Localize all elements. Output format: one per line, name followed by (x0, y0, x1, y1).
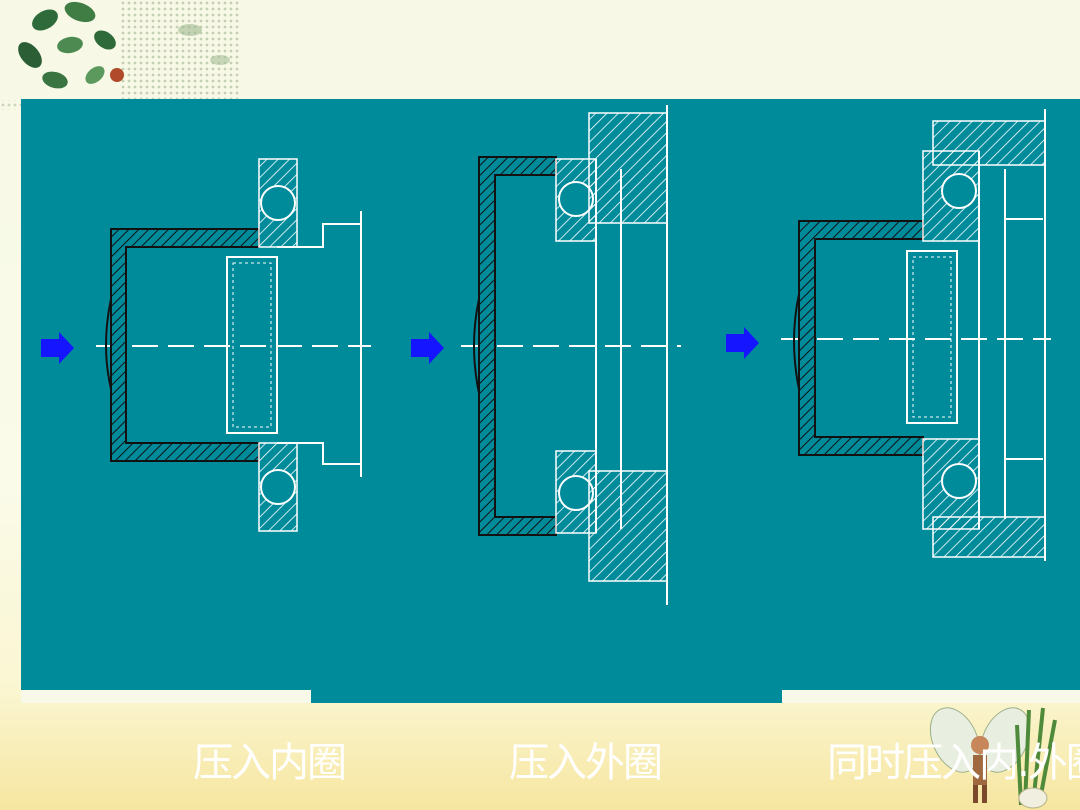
caption-press-inner-ring: 压入内圈 (193, 740, 347, 786)
push-arrow-icon (411, 332, 444, 364)
diagram-press-outer-ring (411, 105, 681, 605)
push-arrow-icon (726, 327, 759, 359)
panel-bottom-strip-left (21, 690, 311, 703)
diagram-press-both-rings (726, 109, 1051, 561)
fairy-character-decoration (929, 707, 1057, 809)
caption-press-outer-ring: 压入外圈 (509, 740, 663, 786)
panel-bottom-strip-right (782, 690, 1080, 703)
leaf-vine-decoration (0, 0, 240, 110)
push-arrow-icon (41, 332, 74, 364)
diagram-press-inner-ring (41, 158, 371, 532)
diagram-panel: 压入内圈 压入外圈 同时压入内.外圈 (21, 99, 1080, 786)
caption-press-both-rings: 同时压入内.外圈 (827, 740, 1080, 786)
